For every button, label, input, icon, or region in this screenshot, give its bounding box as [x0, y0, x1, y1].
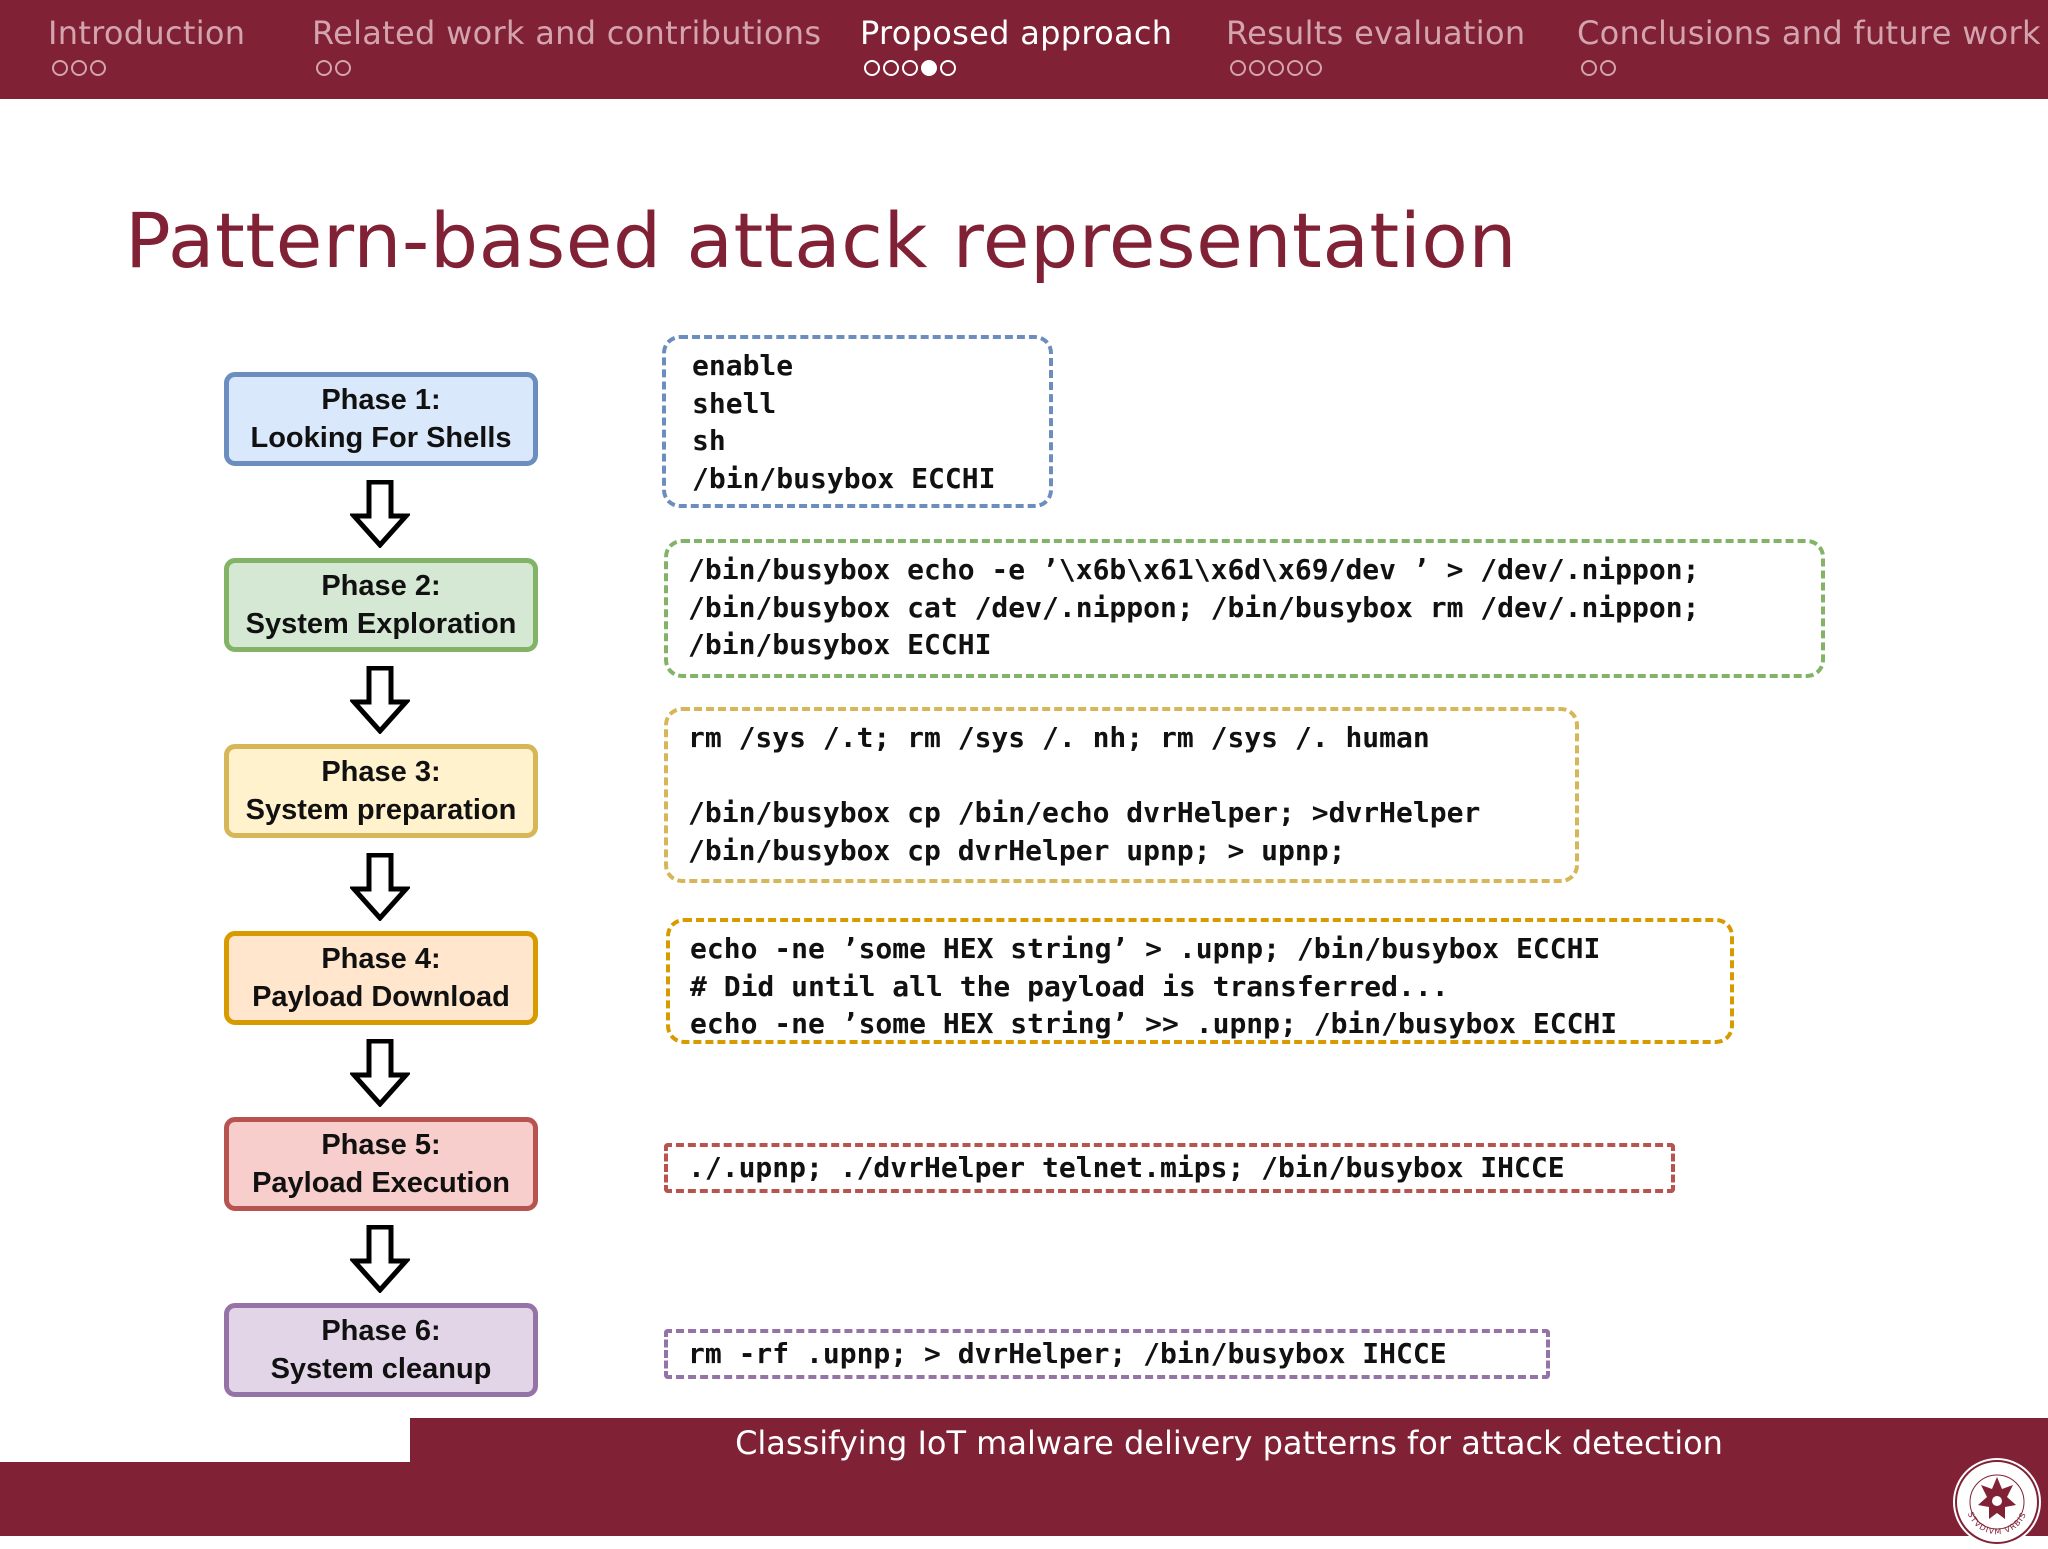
- code-line: echo -ne ’some HEX string’ > .upnp; /bin…: [690, 932, 1601, 965]
- phase-description: System preparation: [245, 794, 517, 826]
- nav-dot[interactable]: [1600, 60, 1616, 76]
- code-block-phase-6: rm -rf .upnp; > dvrHelper; /bin/busybox …: [664, 1329, 1550, 1379]
- down-arrow-icon: [350, 1039, 410, 1107]
- code-line: rm /sys /.t; rm /sys /. nh; rm /sys /. h…: [688, 721, 1430, 754]
- nav-section-label: Results evaluation: [1226, 14, 1526, 52]
- nav-dot[interactable]: [1287, 60, 1303, 76]
- code-line: /bin/busybox ECCHI: [692, 461, 996, 495]
- code-line: sh: [692, 424, 726, 457]
- nav-progress-dots: [1581, 60, 2041, 76]
- code-line: # Did until all the payload is transferr…: [690, 969, 1449, 1003]
- nav-dot[interactable]: [902, 60, 918, 76]
- footer-left-band: [0, 1462, 410, 1536]
- nav-dot[interactable]: [1268, 60, 1284, 76]
- code-line: shell: [692, 386, 777, 420]
- phase-description: System cleanup: [270, 1353, 492, 1385]
- code-line: rm -rf .upnp; > dvrHelper; /bin/busybox …: [688, 1337, 1447, 1370]
- down-arrow-icon: [350, 480, 410, 548]
- nav-dot[interactable]: [921, 60, 937, 76]
- code-line: ./.upnp; ./dvrHelper telnet.mips; /bin/b…: [688, 1151, 1565, 1184]
- nav-section-label: Related work and contributions: [312, 14, 822, 52]
- down-arrow-icon: [350, 1225, 410, 1293]
- footer-title: Classifying IoT malware delivery pattern…: [735, 1424, 1723, 1462]
- phase-1-box: Phase 1: Looking For Shells: [224, 372, 538, 466]
- phase-name: Phase 2:: [321, 570, 441, 602]
- navigation-bar: Introduction Related work and contributi…: [0, 0, 2048, 99]
- nav-dot[interactable]: [52, 60, 68, 76]
- nav-section-related-work[interactable]: Related work and contributions: [312, 14, 821, 76]
- slide-title: Pattern-based attack representation: [125, 196, 1517, 285]
- code-block-phase-5: ./.upnp; ./dvrHelper telnet.mips; /bin/b…: [664, 1143, 1675, 1193]
- down-arrow-icon: [350, 853, 410, 921]
- code-block-phase-1: enable shell sh /bin/busybox ECCHI: [662, 335, 1053, 508]
- code-line: enable: [692, 349, 794, 382]
- nav-section-results-evaluation[interactable]: Results evaluation: [1226, 14, 1525, 76]
- nav-section-label: Proposed approach: [860, 14, 1173, 52]
- code-line: /bin/busybox cp dvrHelper upnp; > upnp;: [688, 833, 1346, 867]
- code-line: /bin/busybox cp /bin/echo dvrHelper; >dv…: [688, 796, 1481, 829]
- code-block-phase-4: echo -ne ’some HEX string’ > .upnp; /bin…: [666, 918, 1734, 1044]
- nav-section-conclusions[interactable]: Conclusions and future work: [1577, 14, 2041, 76]
- nav-section-label: Conclusions and future work: [1577, 14, 2041, 52]
- nav-dot[interactable]: [71, 60, 87, 76]
- code-block-phase-2: /bin/busybox echo -e ’\x6b\x61\x6d\x69/d…: [664, 539, 1825, 678]
- phase-name: Phase 4:: [321, 943, 441, 975]
- nav-section-proposed-approach[interactable]: Proposed approach: [860, 14, 1172, 76]
- phase-description: Looking For Shells: [250, 422, 512, 454]
- phase-5-box: Phase 5: Payload Execution: [224, 1117, 538, 1211]
- nav-dot[interactable]: [1581, 60, 1597, 76]
- footer-bar: [410, 1418, 2048, 1536]
- nav-progress-dots: [316, 60, 821, 76]
- phase-description: System Exploration: [245, 608, 517, 640]
- nav-dot[interactable]: [316, 60, 332, 76]
- nav-progress-dots: [1230, 60, 1525, 76]
- nav-dot[interactable]: [335, 60, 351, 76]
- phase-description: Payload Download: [252, 981, 510, 1013]
- university-seal-logo: STVDIVM VRBIS: [1953, 1458, 2041, 1546]
- phase-name: Phase 6:: [321, 1315, 441, 1347]
- nav-dot[interactable]: [883, 60, 899, 76]
- nav-dot[interactable]: [940, 60, 956, 76]
- nav-dot[interactable]: [1230, 60, 1246, 76]
- nav-dot[interactable]: [1249, 60, 1265, 76]
- phase-4-box: Phase 4: Payload Download: [224, 931, 538, 1025]
- nav-section-introduction[interactable]: Introduction: [48, 14, 245, 76]
- code-line: /bin/busybox echo -e ’\x6b\x61\x6d\x69/d…: [688, 553, 1700, 586]
- phase-6-box: Phase 6: System cleanup: [224, 1303, 538, 1397]
- nav-section-label: Introduction: [48, 14, 246, 52]
- nav-dot[interactable]: [1306, 60, 1322, 76]
- code-line: /bin/busybox ECCHI: [688, 628, 992, 661]
- phase-name: Phase 3:: [321, 756, 441, 788]
- phase-description: Payload Execution: [252, 1167, 510, 1199]
- phase-3-box: Phase 3: System preparation: [224, 744, 538, 838]
- down-arrow-icon: [350, 666, 410, 734]
- nav-progress-dots: [864, 60, 1172, 76]
- phase-2-box: Phase 2: System Exploration: [224, 558, 538, 652]
- phase-name: Phase 5:: [321, 1129, 441, 1161]
- nav-progress-dots: [52, 60, 245, 76]
- phase-name: Phase 1:: [321, 384, 441, 416]
- nav-dot[interactable]: [90, 60, 106, 76]
- nav-dot[interactable]: [864, 60, 880, 76]
- code-block-phase-3: rm /sys /.t; rm /sys /. nh; rm /sys /. h…: [664, 707, 1579, 883]
- code-line: /bin/busybox cat /dev/.nippon; /bin/busy…: [688, 590, 1700, 624]
- code-line: echo -ne ’some HEX string’ >> .upnp; /bi…: [690, 1007, 1618, 1040]
- code-line: [688, 757, 1555, 795]
